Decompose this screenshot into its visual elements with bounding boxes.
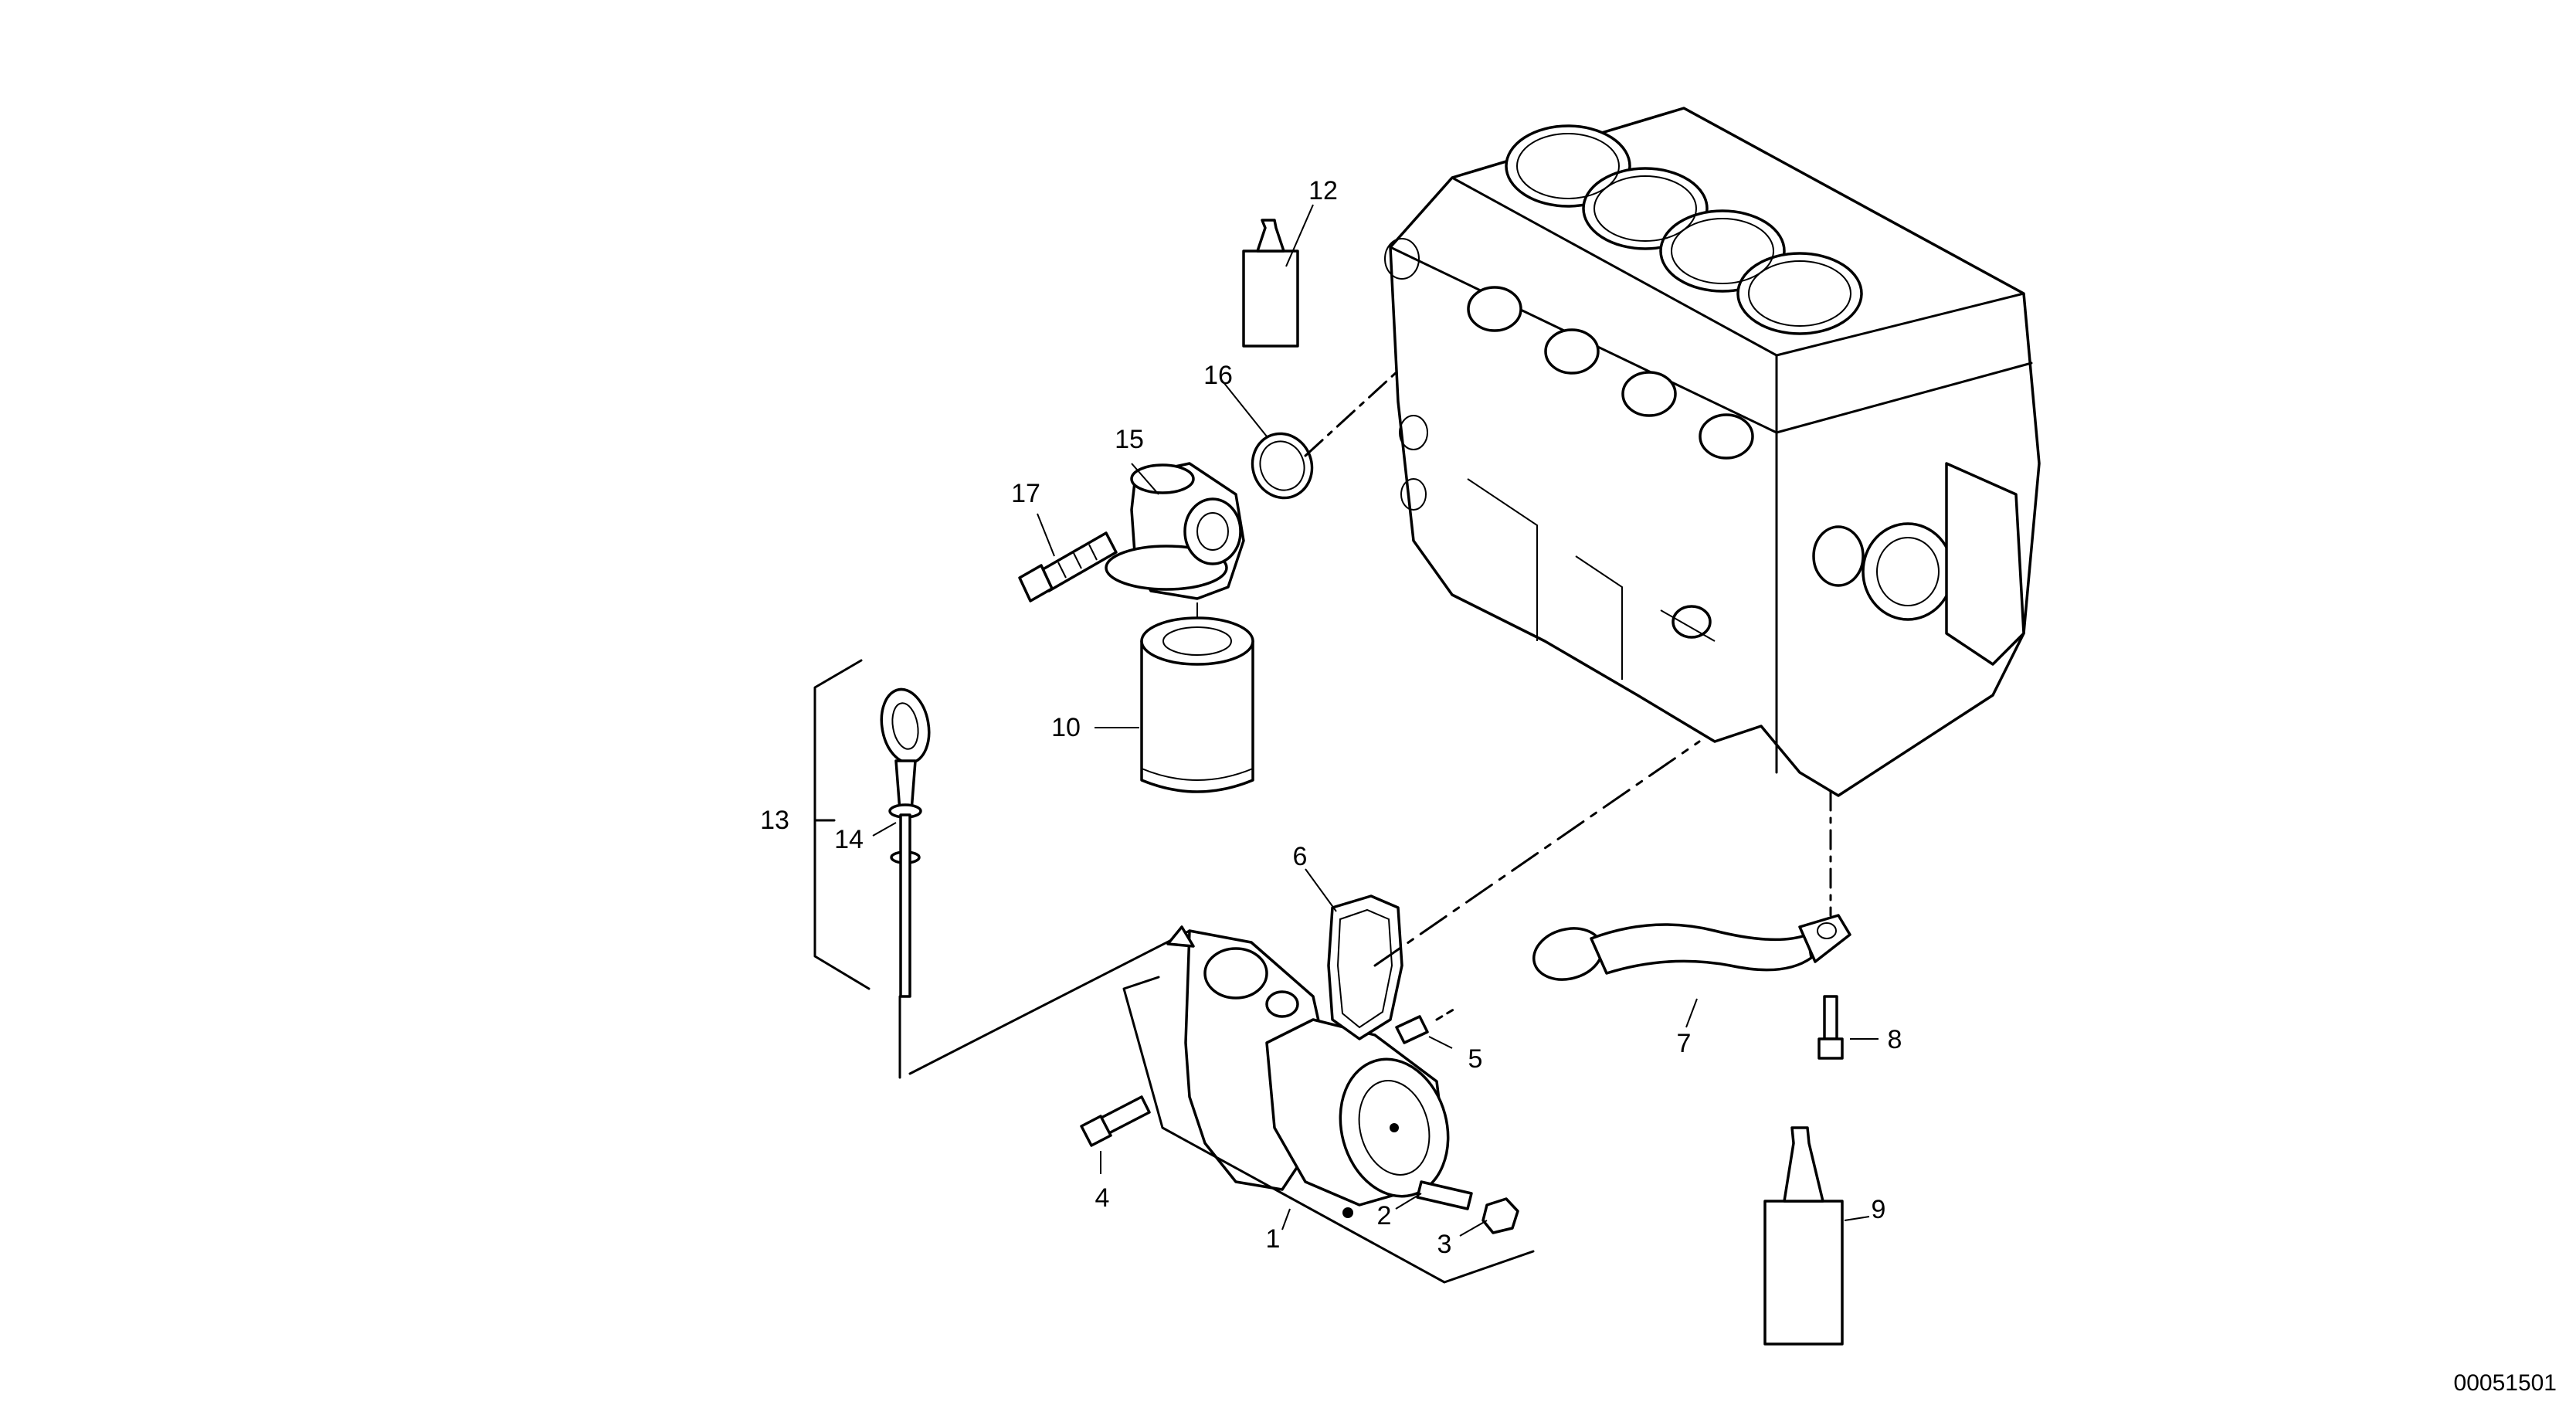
filter-head-15 (1105, 462, 1245, 600)
callout-label: 4 (1095, 1183, 1110, 1213)
callout-label: 12 (1308, 176, 1338, 205)
callout-label: 7 (1677, 1029, 1692, 1058)
callout-label: 10 (1051, 713, 1081, 742)
callout-label: 6 (1293, 842, 1308, 871)
group-bracket-13 (813, 659, 871, 990)
callout-label: 1 (1266, 1224, 1281, 1254)
callout-label: 14 (834, 825, 864, 854)
drawing-code: 00051501 (2454, 1370, 2557, 1396)
stud-2 (1416, 1180, 1473, 1210)
callout-label: 16 (1203, 361, 1233, 390)
sealant-tube-9 (1763, 1126, 1844, 1346)
callout-label: 15 (1115, 425, 1144, 454)
callout-label: 3 (1437, 1230, 1452, 1259)
screw-4 (1080, 1095, 1151, 1147)
leader-lines (872, 204, 1879, 1237)
callout-label: 13 (760, 806, 789, 835)
oil-filter-10 (1140, 602, 1254, 793)
group-bracket-1 (1122, 976, 1535, 1284)
oil-pickup-pipe-7 (1532, 914, 1851, 981)
callout-labels: 1 2 3 4 5 6 7 8 9 10 12 13 14 15 16 17 (760, 176, 1902, 1259)
engine-block (1384, 107, 2041, 797)
nut-3 (1481, 1197, 1519, 1234)
callout-label: 17 (1011, 479, 1040, 508)
callout-label: 5 (1468, 1044, 1483, 1074)
oil-pump-1 (1184, 929, 1450, 1218)
seal-ring-16 (1251, 432, 1314, 500)
screw-8 (1817, 995, 1844, 1060)
sealant-tube-12 (1242, 219, 1299, 348)
callout-label: 2 (1377, 1201, 1392, 1230)
dowel-5 (1395, 1015, 1429, 1044)
dipstick-14 (880, 687, 931, 998)
bolt-17 (1018, 531, 1118, 602)
callout-label: 9 (1872, 1195, 1886, 1224)
callout-label: 8 (1888, 1025, 1902, 1054)
